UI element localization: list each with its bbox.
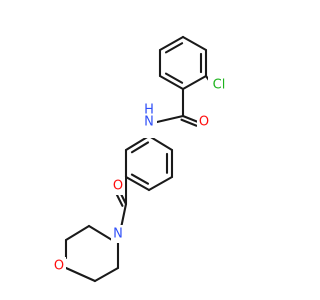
ring-b-bond bbox=[147, 175, 174, 192]
ring-a-bond bbox=[158, 35, 185, 52]
amide-c-n-bond bbox=[155, 114, 185, 124]
atom-label-layer: Cl O N H O N O bbox=[52, 76, 230, 275]
amide-oxygen-atom: O bbox=[197, 113, 211, 131]
amide-nitrogen-atom: N H bbox=[141, 103, 157, 138]
ring-a-inner-bond bbox=[164, 42, 184, 54]
chlorine-atom: Cl bbox=[208, 76, 230, 94]
ring-b-inner-bond bbox=[130, 141, 150, 154]
amide-hydrogen-label: H bbox=[144, 103, 154, 118]
morpholine-nitrogen-label: N bbox=[113, 227, 123, 242]
ring-b-inner-bond bbox=[130, 173, 150, 185]
ketone-oxygen-label: O bbox=[113, 179, 123, 194]
ring-a-bond bbox=[181, 35, 208, 52]
morpholine-oxygen-atom: O bbox=[52, 257, 66, 275]
ketone-c-n-bond bbox=[119, 202, 128, 230]
molecule-structure: Cl O N H O N O bbox=[52, 35, 230, 283]
ring-b-bond bbox=[124, 175, 151, 192]
amide-nitrogen-label: N bbox=[144, 115, 154, 130]
ketone-oxygen-atom: O bbox=[111, 177, 125, 195]
ring-b-bond bbox=[147, 134, 174, 152]
ring-a-bond bbox=[181, 74, 208, 91]
bond-layer bbox=[64, 35, 213, 283]
ring-a-inner-bond bbox=[164, 72, 184, 84]
morpholine-nitrogen-atom: N bbox=[111, 225, 125, 243]
ketone-c-o-double-bond bbox=[115, 192, 124, 207]
morpholine-bond bbox=[64, 224, 91, 242]
morpholine-bond bbox=[87, 224, 114, 242]
morpholine-bond bbox=[93, 266, 120, 283]
amide-c-o-double-bond bbox=[180, 118, 198, 127]
ring-a-bond bbox=[158, 74, 185, 91]
chlorine-label: Cl bbox=[213, 78, 226, 93]
amide-c-o-bond bbox=[181, 114, 200, 124]
morpholine-bond bbox=[64, 266, 97, 283]
amide-oxygen-label: O bbox=[199, 115, 209, 130]
morpholine-oxygen-label: O bbox=[54, 259, 64, 274]
ring-b-bond bbox=[124, 134, 151, 152]
